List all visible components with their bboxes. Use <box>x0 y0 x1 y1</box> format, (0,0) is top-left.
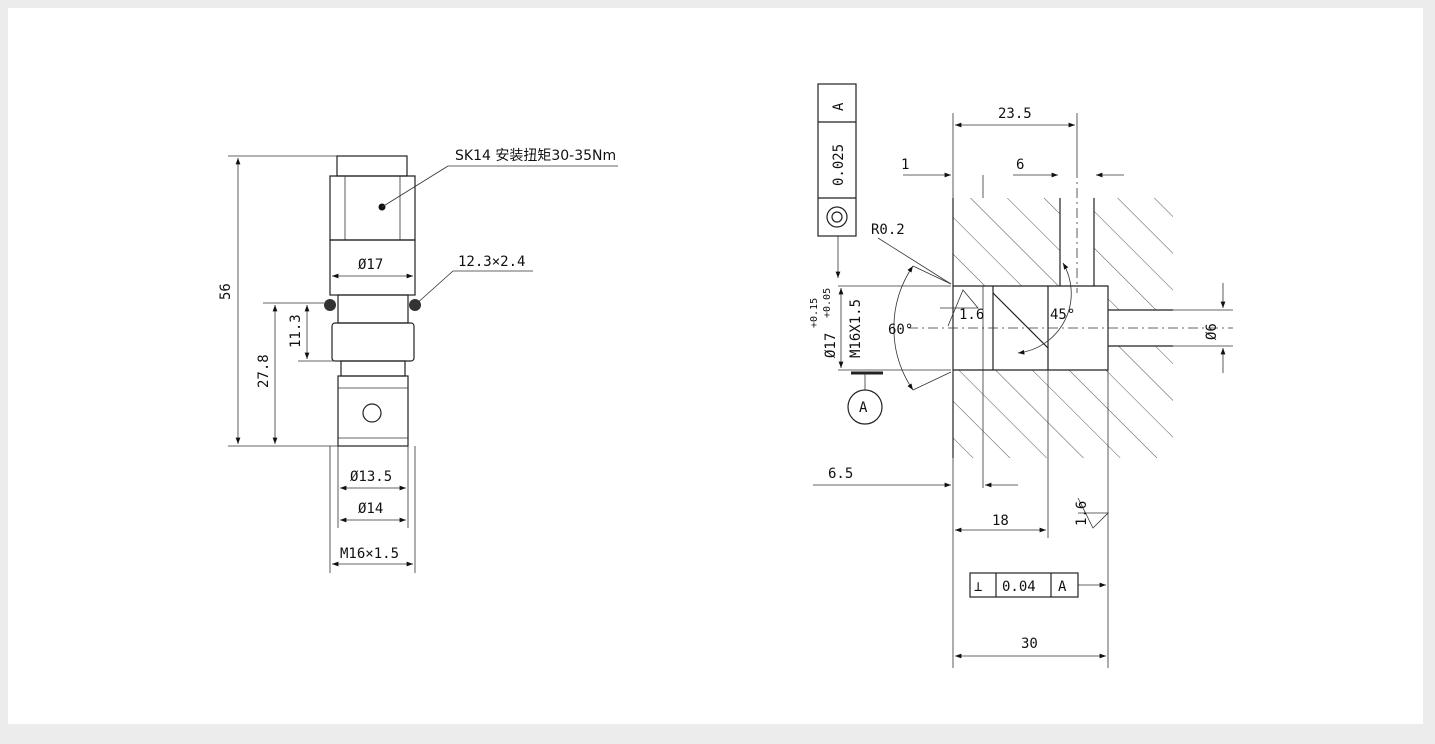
drawing-sheet: 56 27.8 11.3 Ø17 Ø13.5 Ø14 M16×1.5 SK14 … <box>8 8 1423 724</box>
dim-18: 18 <box>992 513 1009 529</box>
dim-thread: M16×1.5 <box>340 546 399 562</box>
dim-6-5: 6.5 <box>828 466 853 482</box>
dim-6: 6 <box>1016 157 1024 173</box>
bore-dia-17: Ø17 <box>823 333 839 358</box>
flatness-value: 0.025 <box>831 144 847 186</box>
angle-60: 60° <box>888 322 913 338</box>
dim-dia-6: Ø6 <box>1204 323 1220 340</box>
thread-m16: M16X1.5 <box>848 299 864 358</box>
dim-1: 1 <box>901 157 909 173</box>
perpendicularity-frame <box>969 572 1079 598</box>
groove <box>340 360 406 377</box>
dim-dia-13-5: Ø13.5 <box>350 469 392 485</box>
hex-body <box>329 175 416 241</box>
angle-45: 45° <box>1050 307 1075 323</box>
port-hole <box>362 403 382 423</box>
dim-11-3: 11.3 <box>288 314 304 348</box>
spool-lower <box>337 375 409 447</box>
perp-symbol: ⊥ <box>974 579 982 595</box>
land-upper <box>331 322 415 362</box>
dim-30: 30 <box>1021 636 1038 652</box>
flatness-frame <box>817 83 857 237</box>
oring-note: 12.3×2.4 <box>458 254 525 270</box>
flatness-datum: A <box>831 102 847 111</box>
left-dimensions <box>228 155 618 573</box>
radius-note: R0.2 <box>871 222 905 238</box>
bore-tol-lower: +0.05 <box>822 288 833 318</box>
dim-23-5: 23.5 <box>998 106 1032 122</box>
dim-dia-17: Ø17 <box>358 257 383 273</box>
valve-side-view <box>324 155 421 447</box>
neck <box>337 294 409 324</box>
perp-value: 0.04 <box>1002 579 1036 595</box>
bore-tol-upper: +0.15 <box>809 298 820 328</box>
roughness-1-6-face: 1.6 <box>1074 501 1090 526</box>
dim-dia-14: Ø14 <box>358 501 383 517</box>
torque-note: SK14 安装扭矩30-35Nm <box>455 148 616 164</box>
dim-27-8: 27.8 <box>256 354 272 388</box>
dim-56: 56 <box>218 283 234 300</box>
roughness-1-6-bore: 1.6 <box>959 307 984 323</box>
datum-a-label: A <box>859 400 868 416</box>
right-dimensions <box>813 113 1233 668</box>
technical-drawing: 56 27.8 11.3 Ø17 Ø13.5 Ø14 M16×1.5 SK14 … <box>218 83 1233 668</box>
o-ring-left <box>324 299 336 311</box>
valve-cap <box>336 155 408 177</box>
perp-datum: A <box>1058 579 1067 595</box>
